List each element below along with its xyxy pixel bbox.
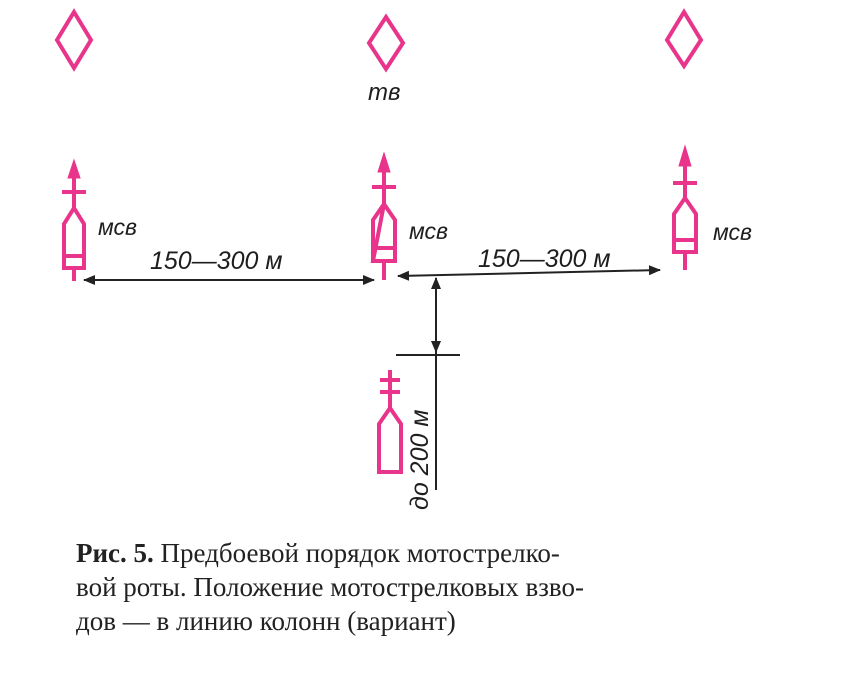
- distance-label-right: 150—300 м: [478, 245, 611, 273]
- caption-line-2: вой роты. Положение мотострелковых взво-: [76, 572, 584, 602]
- tank-symbol-left: [54, 8, 94, 72]
- distance-label-vertical: до 200 м: [406, 410, 434, 510]
- ifv-symbol-right: [672, 144, 698, 270]
- tank-symbol-right: [664, 8, 704, 70]
- caption-line-1-text: Предбоевой порядок мотострелко-: [153, 538, 560, 568]
- diagram-svg: тв мсв мсв: [54, 8, 752, 510]
- figure-number: Рис. 5.: [76, 538, 154, 568]
- tank-symbol-center: [366, 13, 406, 73]
- tank-label: тв: [368, 79, 401, 106]
- distance-arrow-right: [397, 265, 661, 281]
- caption-line-1: Рис. 5. Предбоевой порядок мотострелко-: [76, 536, 796, 570]
- ifv-label-center: мсв: [409, 218, 448, 244]
- ifv-symbol-center: [370, 151, 397, 280]
- caption-line-3: дов — в линию колонн (вариант): [76, 606, 456, 636]
- ifv-label-left: мсв: [98, 214, 137, 240]
- figure-caption: Рис. 5. Предбоевой порядок мотострелко- …: [76, 536, 796, 638]
- distance-label-left: 150—300 м: [150, 247, 283, 275]
- ifv-symbol-bottom: [377, 370, 403, 474]
- ifv-label-right: мсв: [713, 219, 752, 245]
- ifv-symbol-left: [62, 158, 86, 281]
